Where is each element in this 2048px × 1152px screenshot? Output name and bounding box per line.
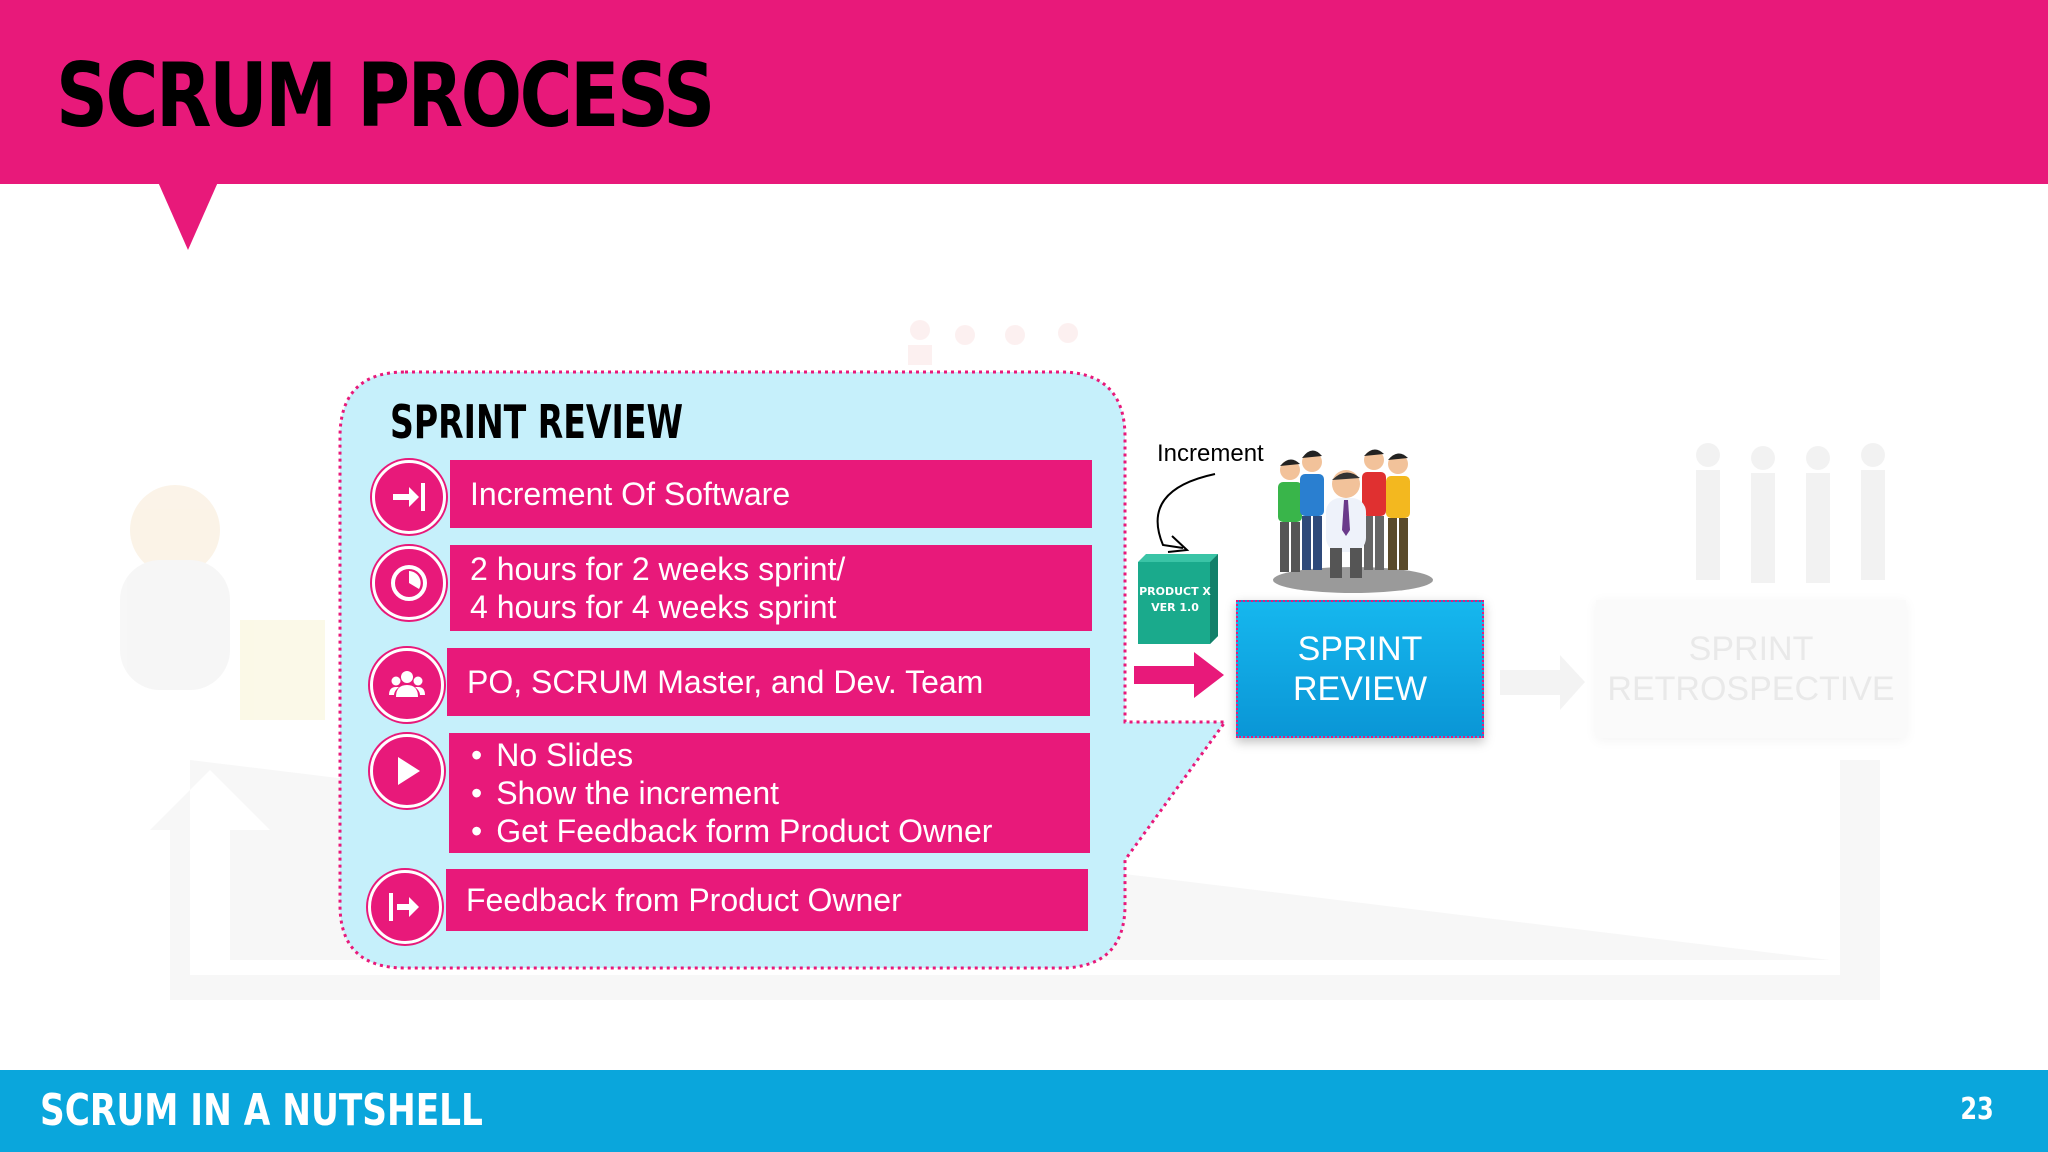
sprint-review-label: REVIEW bbox=[1292, 670, 1428, 708]
review-item-bar: Increment Of Software bbox=[450, 460, 1092, 528]
team-illustration bbox=[1273, 449, 1433, 593]
sprint-review-label: SPRINT bbox=[1297, 630, 1423, 668]
header-pointer bbox=[158, 182, 218, 250]
review-item-text: 2 hours for 2 weeks sprint/ bbox=[470, 551, 846, 587]
sprint-review-box: SPRINT REVIEW bbox=[1236, 600, 1484, 738]
footer-title: SCRUM IN A NUTSHELL bbox=[40, 1085, 483, 1136]
page-title: SCRUM PROCESS bbox=[56, 44, 715, 147]
arrow-right-icon bbox=[1134, 652, 1224, 698]
sprint-retrospective-box: SPRINT RETROSPECTIVE bbox=[1596, 600, 1906, 738]
page-number: 23 bbox=[1960, 1092, 1994, 1127]
review-item-text: Increment Of Software bbox=[470, 476, 791, 512]
product-box-icon bbox=[1138, 554, 1218, 644]
review-item-text: 4 hours for 4 weeks sprint bbox=[470, 589, 837, 625]
review-item-bar: No Slides Show the increment Get Feedbac… bbox=[449, 733, 1090, 853]
review-item-text: PO, SCRUM Master, and Dev. Team bbox=[467, 664, 984, 700]
callout-title: SPRINT REVIEW bbox=[390, 395, 684, 449]
sprint-retrospective-label: SPRINT bbox=[1688, 630, 1814, 668]
review-item-bullet: No Slides bbox=[471, 736, 1090, 774]
team-icon bbox=[370, 648, 444, 722]
product-box-label: PRODUCT X VER 1.0 bbox=[1139, 585, 1211, 614]
faded-team-figures-top bbox=[908, 320, 1078, 365]
sprint-retrospective-label: RETROSPECTIVE bbox=[1607, 670, 1895, 708]
clock-icon bbox=[372, 546, 446, 620]
faded-team-figures bbox=[1696, 443, 1885, 583]
play-icon bbox=[370, 734, 444, 808]
review-item-bar: 2 hours for 2 weeks sprint/ 4 hours for … bbox=[450, 545, 1092, 631]
review-item-bar: PO, SCRUM Master, and Dev. Team bbox=[447, 648, 1090, 716]
review-item-bar: Feedback from Product Owner bbox=[446, 869, 1088, 931]
increment-label: Increment bbox=[1157, 440, 1264, 467]
footer-bar: SCRUM IN A NUTSHELL 23 bbox=[0, 1070, 2048, 1152]
review-item-bullet: Show the increment bbox=[471, 774, 1090, 812]
review-item-text: Feedback from Product Owner bbox=[466, 882, 902, 918]
review-item-bullet: Get Feedback form Product Owner bbox=[471, 812, 1090, 850]
arrow-into-bar-icon bbox=[372, 460, 446, 534]
arrow-out-of-bar-icon bbox=[368, 870, 442, 944]
header-bar: SCRUM PROCESS bbox=[0, 0, 2048, 184]
faded-manager-figure bbox=[120, 485, 325, 720]
